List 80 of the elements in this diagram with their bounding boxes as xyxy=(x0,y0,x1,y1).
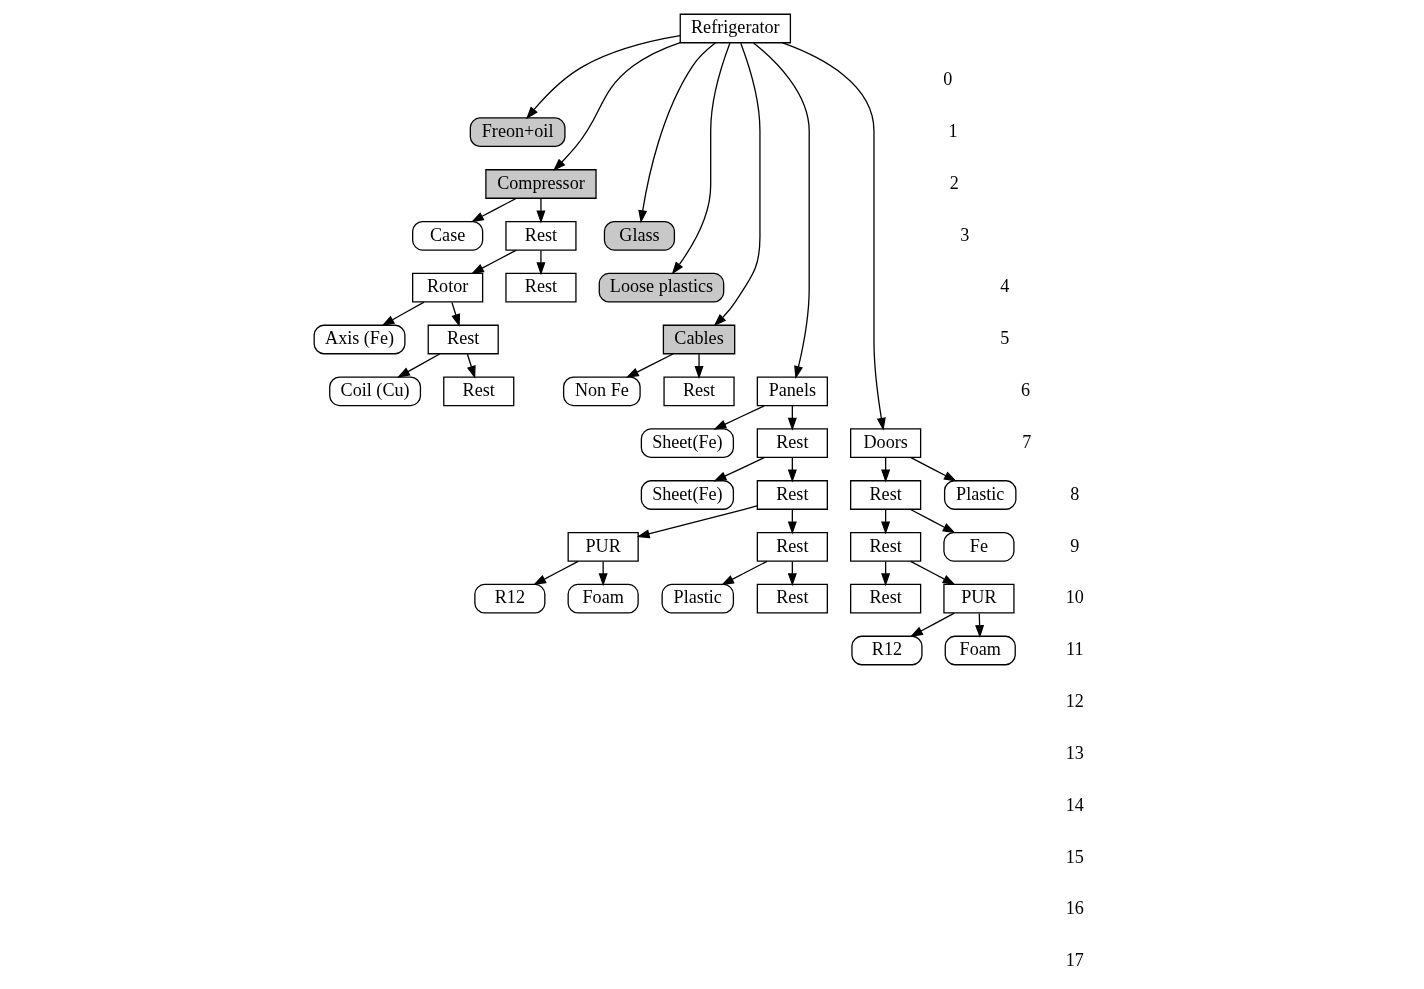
node-box: Rest xyxy=(850,531,922,562)
node-box: Compressor xyxy=(485,168,597,199)
node-box: Sheet(Fe) xyxy=(640,479,735,510)
arrow xyxy=(536,197,546,223)
node-box: Plastic xyxy=(661,583,735,614)
arrow xyxy=(536,249,546,275)
label: 9 xyxy=(1070,535,1080,556)
node-box: Case xyxy=(412,220,484,251)
label: 17 xyxy=(1065,949,1084,970)
arrow xyxy=(471,197,517,222)
arrow xyxy=(671,42,731,275)
node-box: Sheet(Fe) xyxy=(640,427,735,458)
label: 8 xyxy=(1070,483,1080,504)
node-box: Coil (Cu) xyxy=(329,375,422,406)
node-box: Rest xyxy=(443,375,515,406)
node-box: Rest xyxy=(756,583,828,614)
arrow xyxy=(451,301,461,327)
label: 7 xyxy=(1022,431,1032,452)
label: 14 xyxy=(1065,794,1084,815)
arrow xyxy=(381,301,425,326)
arrow xyxy=(526,34,681,119)
label: 13 xyxy=(1065,742,1084,763)
node-box: Doors xyxy=(850,427,922,458)
label: 2 xyxy=(949,172,959,193)
arrow xyxy=(397,352,441,378)
arrow xyxy=(533,560,579,585)
node-box: Plastic xyxy=(943,479,1017,510)
node-box: Rest xyxy=(756,427,828,458)
node-box: Rotor xyxy=(412,272,484,303)
node-box: Foam xyxy=(567,583,639,614)
node-box: Rest xyxy=(427,324,499,354)
arrow xyxy=(713,404,765,430)
node-box: R12 xyxy=(474,583,546,614)
label: 6 xyxy=(1021,379,1031,400)
arrow xyxy=(909,612,955,637)
label: 12 xyxy=(1065,690,1084,711)
arrow xyxy=(625,352,674,378)
node-box: R12 xyxy=(851,635,923,665)
arrow xyxy=(910,456,957,482)
arrow xyxy=(636,504,758,538)
node-box: PUR xyxy=(567,531,639,562)
node-box: Fe xyxy=(943,531,1015,562)
node-box: Rest xyxy=(850,583,922,614)
node-box: Rest xyxy=(756,531,828,562)
node-box: Refrigerator xyxy=(679,13,792,43)
arrow xyxy=(910,508,956,533)
arrow xyxy=(638,41,716,223)
label: 4 xyxy=(1000,275,1010,296)
arrow xyxy=(752,41,810,379)
arrow xyxy=(721,560,768,585)
node-box: Panels xyxy=(756,375,828,406)
node-box: Loose plastics xyxy=(598,272,725,303)
arrow xyxy=(471,249,517,274)
node-box: Cables xyxy=(662,324,736,354)
arrow xyxy=(910,560,956,585)
node-box: Rest xyxy=(663,375,735,406)
node-box: Rest xyxy=(756,479,828,510)
node-box: Rest xyxy=(505,220,577,251)
arrow xyxy=(553,41,681,171)
label: 11 xyxy=(1066,638,1084,659)
arrow xyxy=(782,41,886,431)
node-box: Freon+oil xyxy=(469,116,566,147)
node-box: Axis (Fe) xyxy=(313,324,406,354)
arrow xyxy=(713,42,761,326)
label: 15 xyxy=(1065,846,1084,867)
arrow xyxy=(694,353,704,379)
node-box: Non Fe xyxy=(563,375,641,406)
node-box: Glass xyxy=(603,220,676,251)
label: 0 xyxy=(943,68,953,89)
label: 10 xyxy=(1065,586,1084,607)
node-box: Rest xyxy=(850,479,922,510)
arrow xyxy=(713,456,765,481)
node-box: Rest xyxy=(505,272,577,303)
label: 5 xyxy=(1000,327,1010,348)
label: 1 xyxy=(948,120,958,141)
label: 16 xyxy=(1065,897,1084,918)
label: 3 xyxy=(960,224,970,245)
arrow xyxy=(466,353,476,379)
node-box: PUR xyxy=(943,583,1015,614)
node-box: Foam xyxy=(944,635,1016,665)
